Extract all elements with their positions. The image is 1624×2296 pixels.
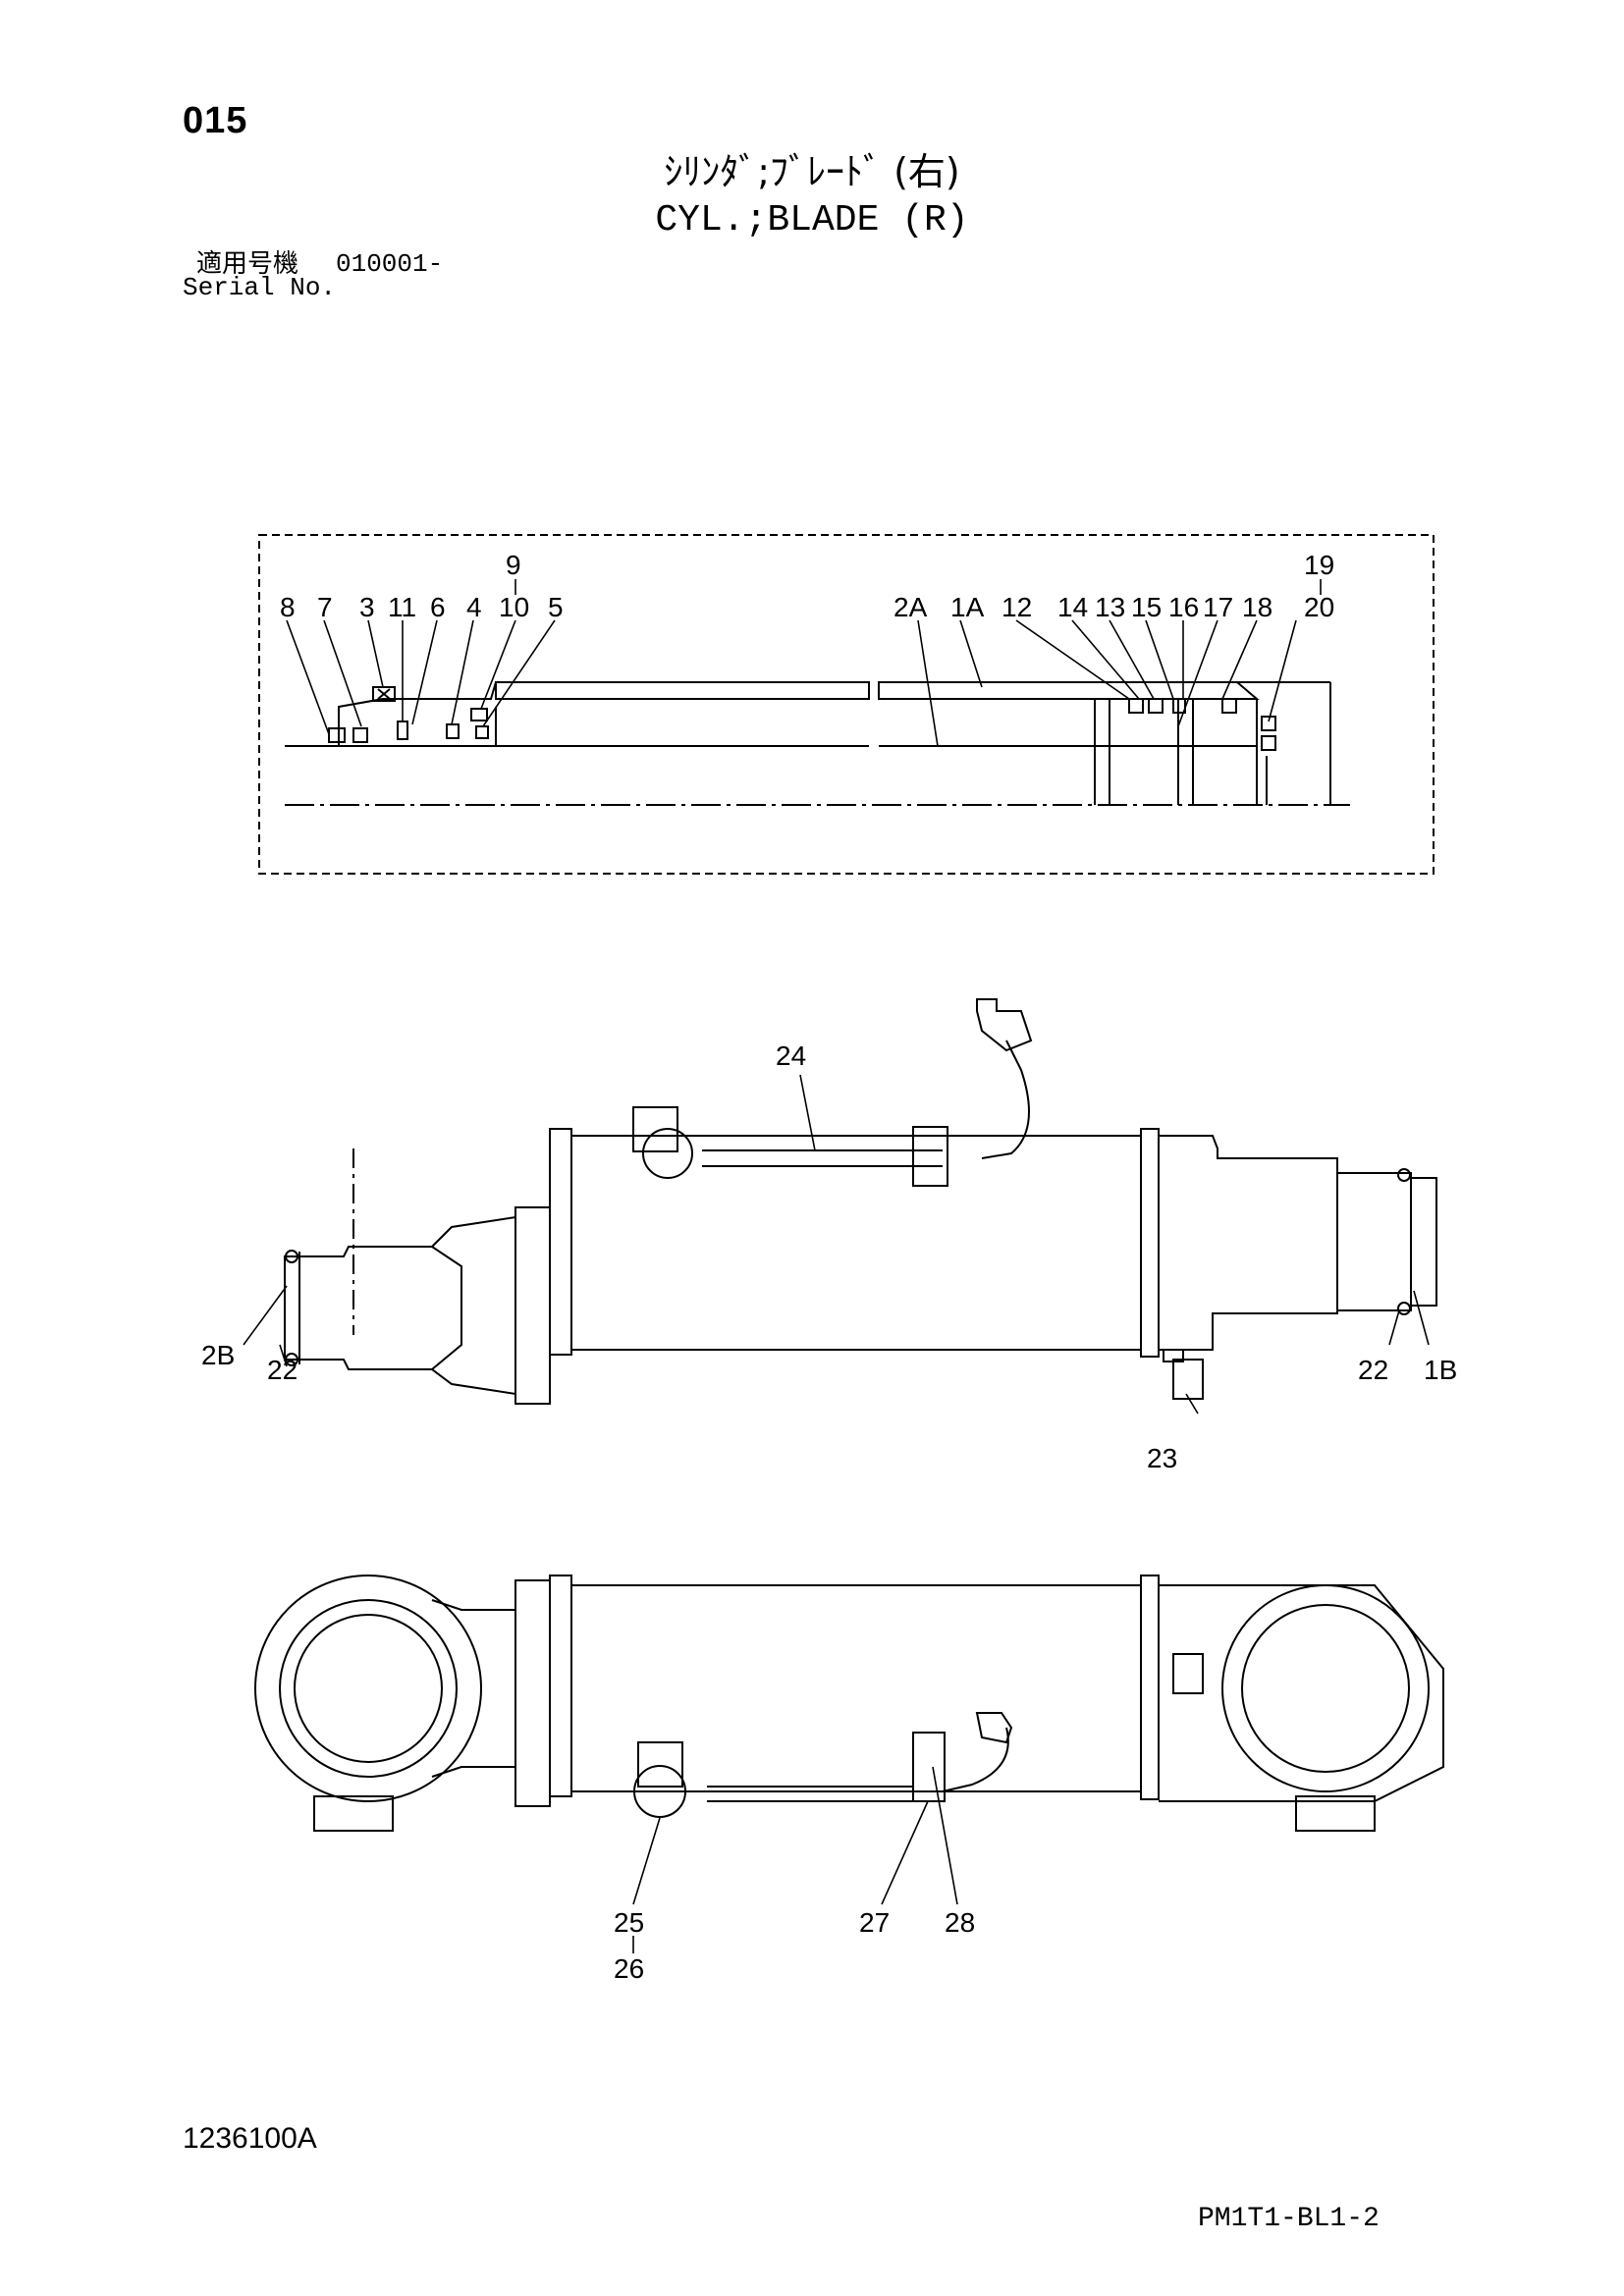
title-japanese: ｼﾘﾝﾀﾞ;ﾌﾞﾚｰﾄﾞ (右) — [664, 150, 960, 193]
callout-5: 5 — [548, 592, 564, 622]
callout-24: 24 — [776, 1041, 806, 1071]
pipe-side — [702, 1040, 1030, 1167]
callout-27: 27 — [859, 1907, 890, 1938]
rod-eye-plan — [254, 1575, 482, 1802]
cylinder-bottom-side — [1159, 1135, 1338, 1351]
callout-10: 10 — [499, 592, 529, 622]
callout-7: 7 — [317, 592, 333, 622]
side-view — [284, 998, 1437, 1405]
side-view-leaders — [243, 1074, 1430, 1415]
callout-14: 14 — [1057, 592, 1088, 622]
callout-13: 13 — [1095, 592, 1125, 622]
callout-4: 4 — [466, 592, 482, 622]
elbow-fitting-plan — [975, 1712, 1013, 1744]
head-flange-side — [549, 1128, 572, 1356]
cylinder-tube-plan — [570, 1584, 1142, 1792]
page-code: PM1T1-BL1-2 — [1198, 2204, 1380, 2234]
callout-15: 15 — [1131, 592, 1162, 622]
section-view-callouts: 9 19 8 7 3 11 6 4 10 5 2A 1A 12 14 13 15… — [280, 550, 1334, 622]
elbow-fitting-side — [976, 998, 1033, 1052]
callout-23: 23 — [1147, 1443, 1177, 1473]
bottom-eye-plan — [1221, 1584, 1430, 1792]
callout-12: 12 — [1001, 592, 1032, 622]
serial-number-value: 010001- — [336, 249, 444, 279]
callout-11: 11 — [388, 592, 416, 622]
cylinder-tube-side — [570, 1135, 1142, 1351]
callout-6: 6 — [430, 592, 446, 622]
rod-end-eye-side — [284, 1246, 462, 1370]
section-view — [258, 534, 1435, 875]
callout-20: 20 — [1304, 592, 1334, 622]
plan-view — [254, 1575, 1444, 1832]
rod-head-section — [338, 681, 497, 746]
callout-22-right: 22 — [1358, 1355, 1388, 1385]
section-view-frame — [258, 534, 1435, 875]
serial-label-english: Serial No. — [183, 273, 337, 302]
callout-17: 17 — [1203, 592, 1233, 622]
drawing-code: 1236100A — [183, 2122, 317, 2155]
callout-8: 8 — [280, 592, 296, 622]
callout-9: 9 — [506, 550, 521, 580]
bottom-end-eye-side — [1336, 1172, 1412, 1311]
serial-label-japanese: 適用号機 — [196, 249, 299, 279]
callout-26: 26 — [614, 1953, 644, 1984]
piston-section — [1094, 699, 1257, 805]
callout-18: 18 — [1242, 592, 1272, 622]
callout-2A: 2A — [893, 592, 928, 622]
cylinder-tube-section — [495, 681, 1260, 700]
plan-view-leaders — [632, 1766, 958, 1953]
pipe-plan — [707, 1727, 1009, 1802]
callout-16: 16 — [1168, 592, 1199, 622]
callout-3: 3 — [359, 592, 375, 622]
page-number: 015 — [183, 100, 248, 141]
callout-1B: 1B — [1424, 1355, 1457, 1385]
callout-25: 25 — [614, 1907, 644, 1938]
callout-22-left: 22 — [267, 1355, 298, 1385]
title-english: CYL.;BLADE (R) — [655, 199, 969, 241]
rod-side — [431, 1215, 516, 1396]
callout-19: 19 — [1304, 550, 1334, 580]
callout-1A: 1A — [950, 592, 985, 622]
plan-view-callouts: 25 26 27 28 — [614, 1907, 975, 1984]
section-view-leaders — [286, 579, 1322, 747]
callout-2B: 2B — [201, 1340, 235, 1370]
callout-28: 28 — [945, 1907, 975, 1938]
side-view-callouts: 24 2B 22 22 1B 23 — [201, 1041, 1457, 1473]
